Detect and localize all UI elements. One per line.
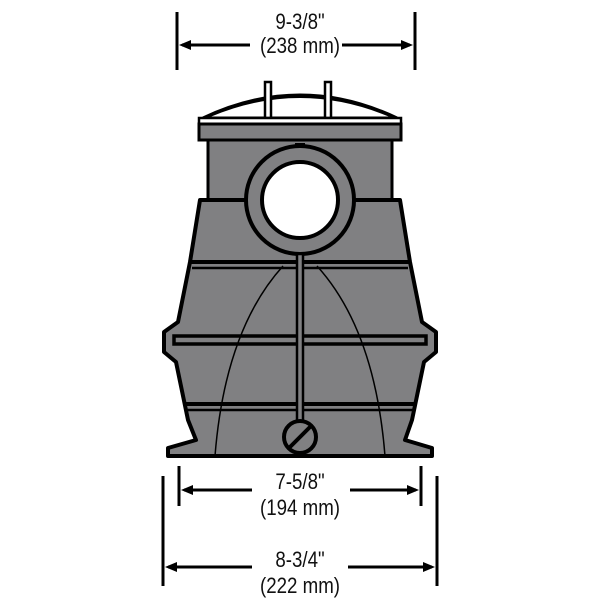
top-width-imperial: 9-3/8" — [275, 9, 325, 34]
lid-ring — [197, 122, 403, 142]
inlet-port — [244, 143, 356, 256]
base-outer-width-imperial: 8-3/4" — [275, 547, 325, 572]
base-inner-width-imperial: 7-5/8" — [275, 469, 325, 494]
drain-plug — [282, 252, 318, 455]
top-width-metric: (238 mm) — [259, 33, 341, 58]
lid-handle-right — [323, 80, 333, 120]
base-inner-width-metric: (194 mm) — [259, 495, 341, 520]
lid-handle-left — [263, 80, 273, 120]
lid — [197, 80, 403, 142]
basket-outline — [214, 265, 386, 457]
bottom-dimension-lines — [161, 466, 439, 586]
base-outer-width-metric: (222 mm) — [259, 573, 341, 598]
top-dimension-line — [175, 12, 417, 70]
inlet-opening — [260, 160, 340, 240]
